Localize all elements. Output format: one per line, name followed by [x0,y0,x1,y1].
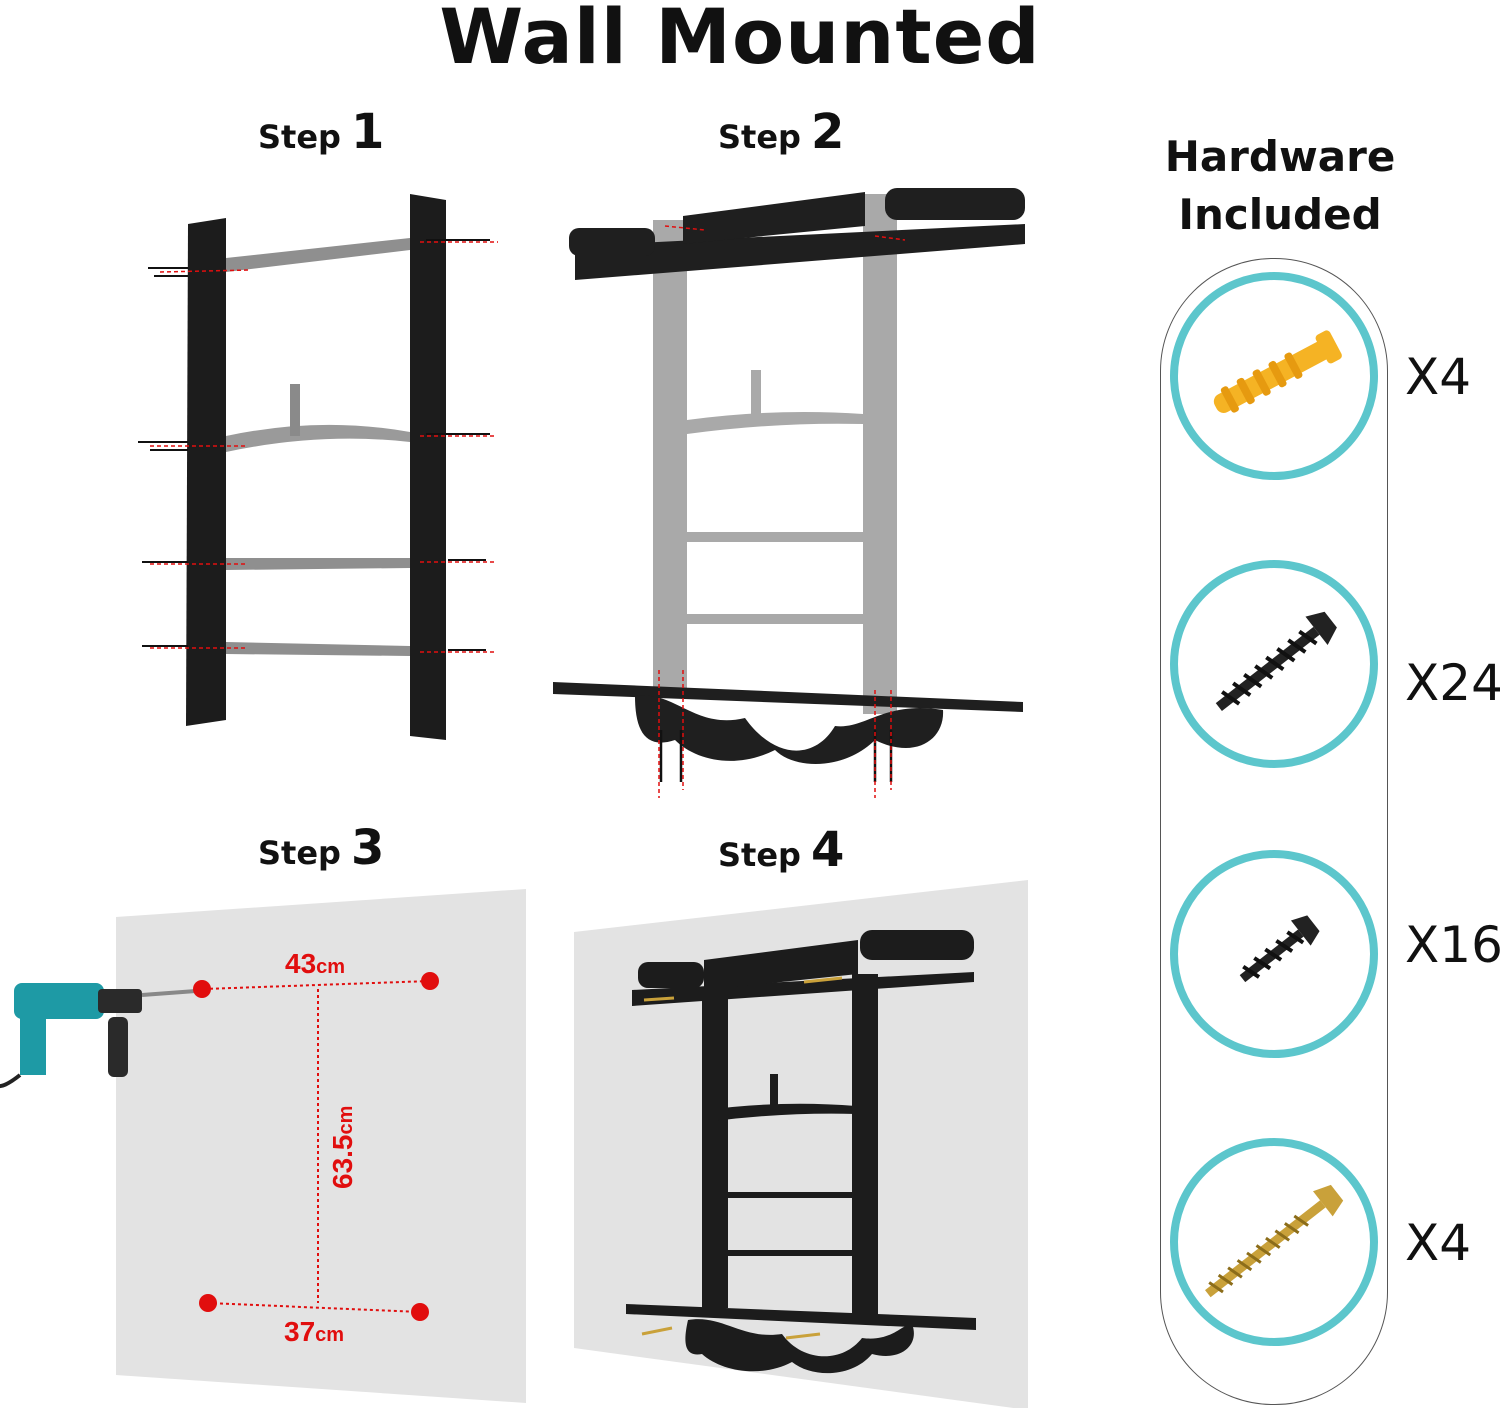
hardware-item-small-screw [1170,850,1378,1058]
page-title: Wall Mounted [439,0,1041,81]
side-dimension-unit: cm [335,1106,357,1135]
bottom-bar [553,682,1023,764]
hardware-qty: X4 [1405,1214,1472,1272]
top-dimension-value: 43 [285,948,316,979]
small-screw-icon [1239,915,1320,983]
step-number: 2 [810,104,845,160]
step-4-illustration [574,880,1028,1408]
top-dimension-unit: cm [316,956,345,978]
bottom-dimension-unit: cm [315,1324,344,1346]
gold-screw-icon [1205,1184,1344,1298]
step-1-illustration [138,194,498,740]
drill-hole [421,972,439,990]
hardware-title-line2: Included [1178,190,1382,239]
top-bar [569,188,1025,280]
svg-text:43cm: 43cm [285,948,345,979]
step-2-illustration [553,188,1025,798]
step-word: Step [718,118,801,156]
drill-hole [411,1303,429,1321]
step-3-illustration: 43cm 37cm 63.5cm [0,889,526,1403]
step-word: Step [258,118,341,156]
drill-plan: 43cm 37cm 63.5cm [193,948,439,1347]
hardware-qty: X16 [1405,916,1500,974]
step-number: 1 [350,104,385,160]
wall-anchor-icon [1213,330,1342,413]
bottom-dimension-value: 37 [284,1316,315,1347]
hardware-item-large-screw [1170,560,1378,768]
step-number: 3 [350,820,385,876]
screws [138,239,490,651]
svg-text:63.5cm: 63.5cm [327,1106,358,1189]
drill-icon [0,983,197,1089]
hardware-title-line1: Hardware [1164,132,1396,181]
step-word: Step [718,836,801,874]
hardware-item-gold-screw [1170,1138,1378,1346]
step-word: Step [258,834,341,872]
drill-hole [193,980,211,998]
drill-hole [199,1294,217,1312]
hardware-item-anchor [1170,272,1378,480]
wall [574,880,1028,1408]
svg-text:37cm: 37cm [284,1316,344,1347]
hardware-title: Hardware Included [1140,128,1420,244]
mounted-rack [626,930,976,1374]
hardware-qty: X24 [1405,654,1500,712]
side-dimension-value: 63.5 [327,1135,358,1190]
step-number: 4 [810,822,845,878]
rack-frame [186,194,446,740]
rack-frame-ghost [653,194,897,714]
wall [116,889,526,1403]
hardware-qty: X4 [1405,348,1472,406]
large-screw-icon [1215,611,1337,712]
